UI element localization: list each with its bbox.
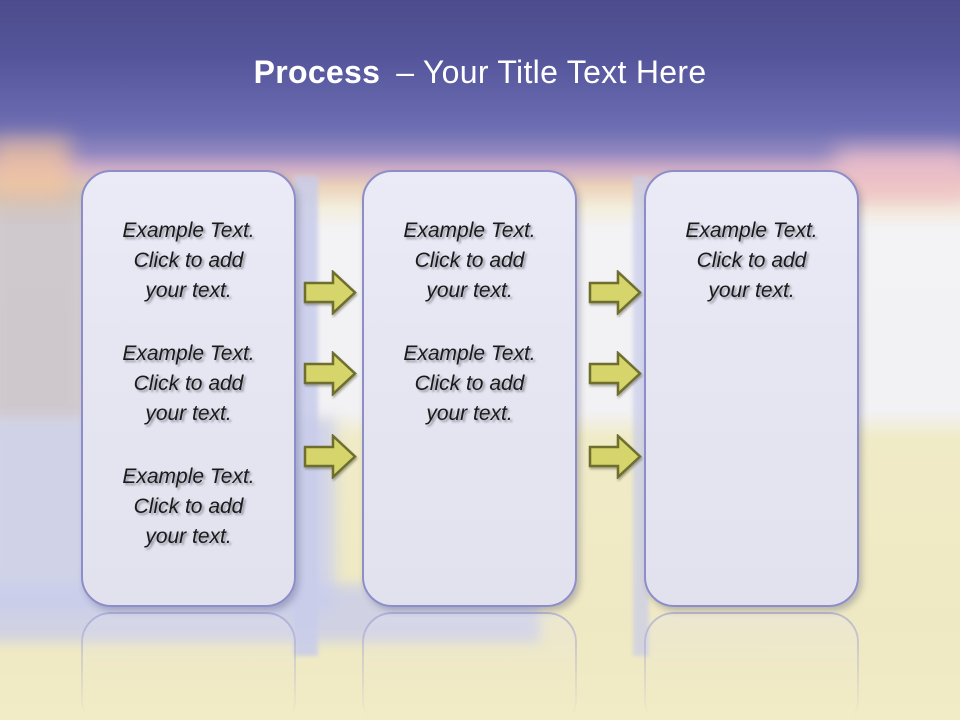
paint-patch-peach [0, 138, 70, 200]
box-reflection-3 [644, 612, 859, 720]
right-arrow-icon [303, 434, 357, 479]
right-arrow-icon [303, 351, 357, 396]
text-placeholder[interactable]: Example Text. Click to add your text. [685, 219, 818, 302]
paint-strip-lavender [294, 176, 318, 656]
process-box-3[interactable]: Example Text. Click to add your text. [644, 170, 859, 607]
title-bar: Process – Your Title Text Here [0, 0, 960, 92]
slide-title: Process – Your Title Text Here [0, 0, 960, 92]
right-arrow-icon [588, 351, 642, 396]
title-keyword: Process [253, 54, 381, 90]
title-text: – Your Title Text Here [396, 54, 707, 90]
right-arrow-icon [588, 270, 642, 315]
box-reflection-2 [362, 612, 577, 720]
text-placeholder[interactable]: Example Text. Click to add your text. [403, 342, 536, 425]
text-placeholder[interactable]: Example Text. Click to add your text. [122, 465, 255, 548]
right-arrow-icon [588, 434, 642, 479]
paint-patch-mauve [0, 182, 90, 427]
box-reflection-1 [81, 612, 296, 720]
process-box-2[interactable]: Example Text. Click to add your text. Ex… [362, 170, 577, 607]
text-placeholder[interactable]: Example Text. Click to add your text. [122, 342, 255, 425]
text-placeholder[interactable]: Example Text. Click to add your text. [122, 219, 255, 302]
right-arrow-icon [303, 270, 357, 315]
text-placeholder[interactable]: Example Text. Click to add your text. [403, 219, 536, 302]
process-box-1[interactable]: Example Text. Click to add your text. Ex… [81, 170, 296, 607]
